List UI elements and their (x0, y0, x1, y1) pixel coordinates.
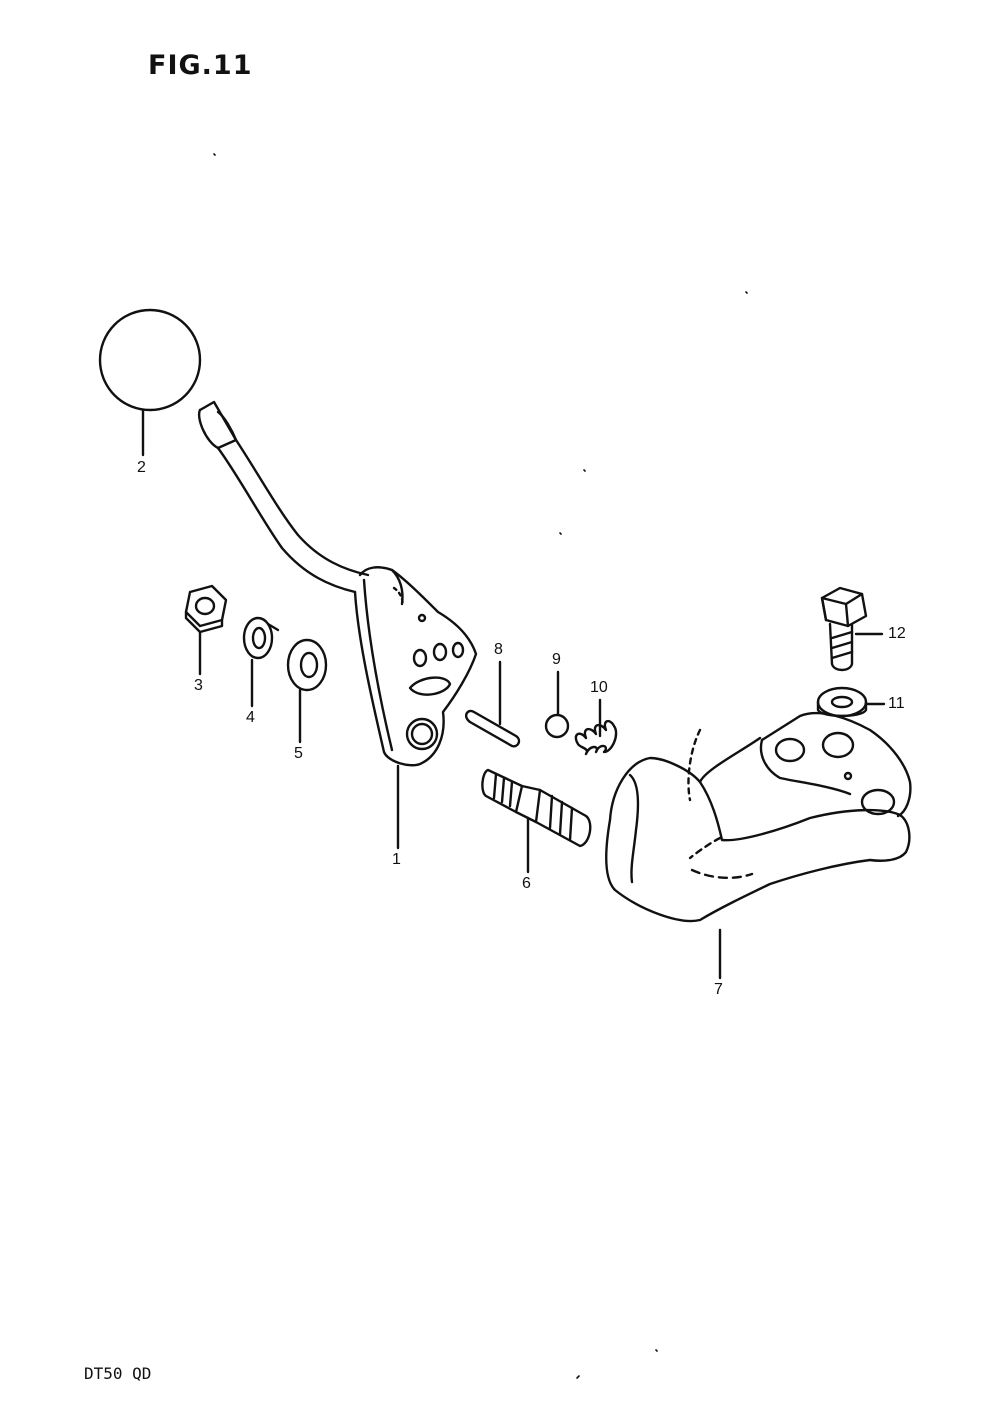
part-label-7: 7 (714, 981, 723, 998)
scan-speck (213, 153, 216, 156)
spring-part (574, 719, 618, 756)
part-label-12: 12 (888, 625, 906, 642)
knob-part (98, 308, 202, 412)
part-label-4: 4 (246, 709, 255, 726)
part-label-1: 1 (392, 851, 401, 868)
lever-part (197, 400, 478, 767)
scan-speck (655, 1349, 658, 1352)
ball-part (544, 713, 570, 739)
scan-speck (583, 469, 586, 472)
scan-speck (559, 532, 562, 535)
pin-part (464, 709, 521, 748)
part-label-10: 10 (590, 679, 608, 696)
bracket-part (605, 711, 912, 923)
lock-washer-part (242, 616, 280, 660)
part-label-6: 6 (522, 875, 531, 892)
part-label-2: 2 (137, 459, 146, 476)
spring-washer-part (816, 686, 868, 718)
part-label-11: 11 (888, 695, 905, 712)
figure-title: FIG.11 (148, 50, 253, 81)
part-label-9: 9 (552, 651, 561, 668)
bolt-part (820, 586, 868, 672)
part-label-3: 3 (194, 677, 203, 694)
model-code: DT50 QD (84, 1364, 152, 1383)
flat-washer-part (286, 638, 328, 692)
scan-speck (576, 1375, 580, 1379)
hex-nut-part (184, 584, 228, 634)
scan-speck (745, 291, 748, 294)
part-label-5: 5 (294, 745, 303, 762)
part-label-8: 8 (494, 641, 503, 658)
stud-part (481, 768, 592, 848)
